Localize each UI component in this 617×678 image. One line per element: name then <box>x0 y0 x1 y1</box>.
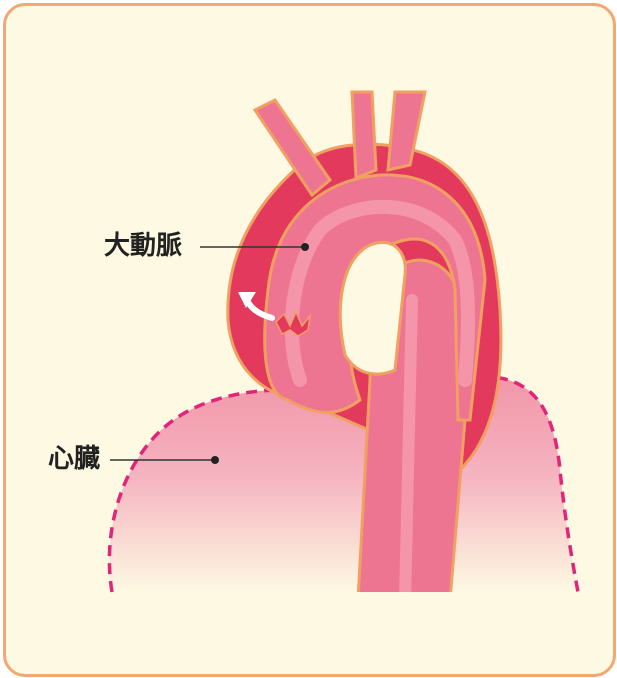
aorta-label: 大動脈 <box>104 233 182 259</box>
heart-label: 心臓 <box>48 446 100 472</box>
